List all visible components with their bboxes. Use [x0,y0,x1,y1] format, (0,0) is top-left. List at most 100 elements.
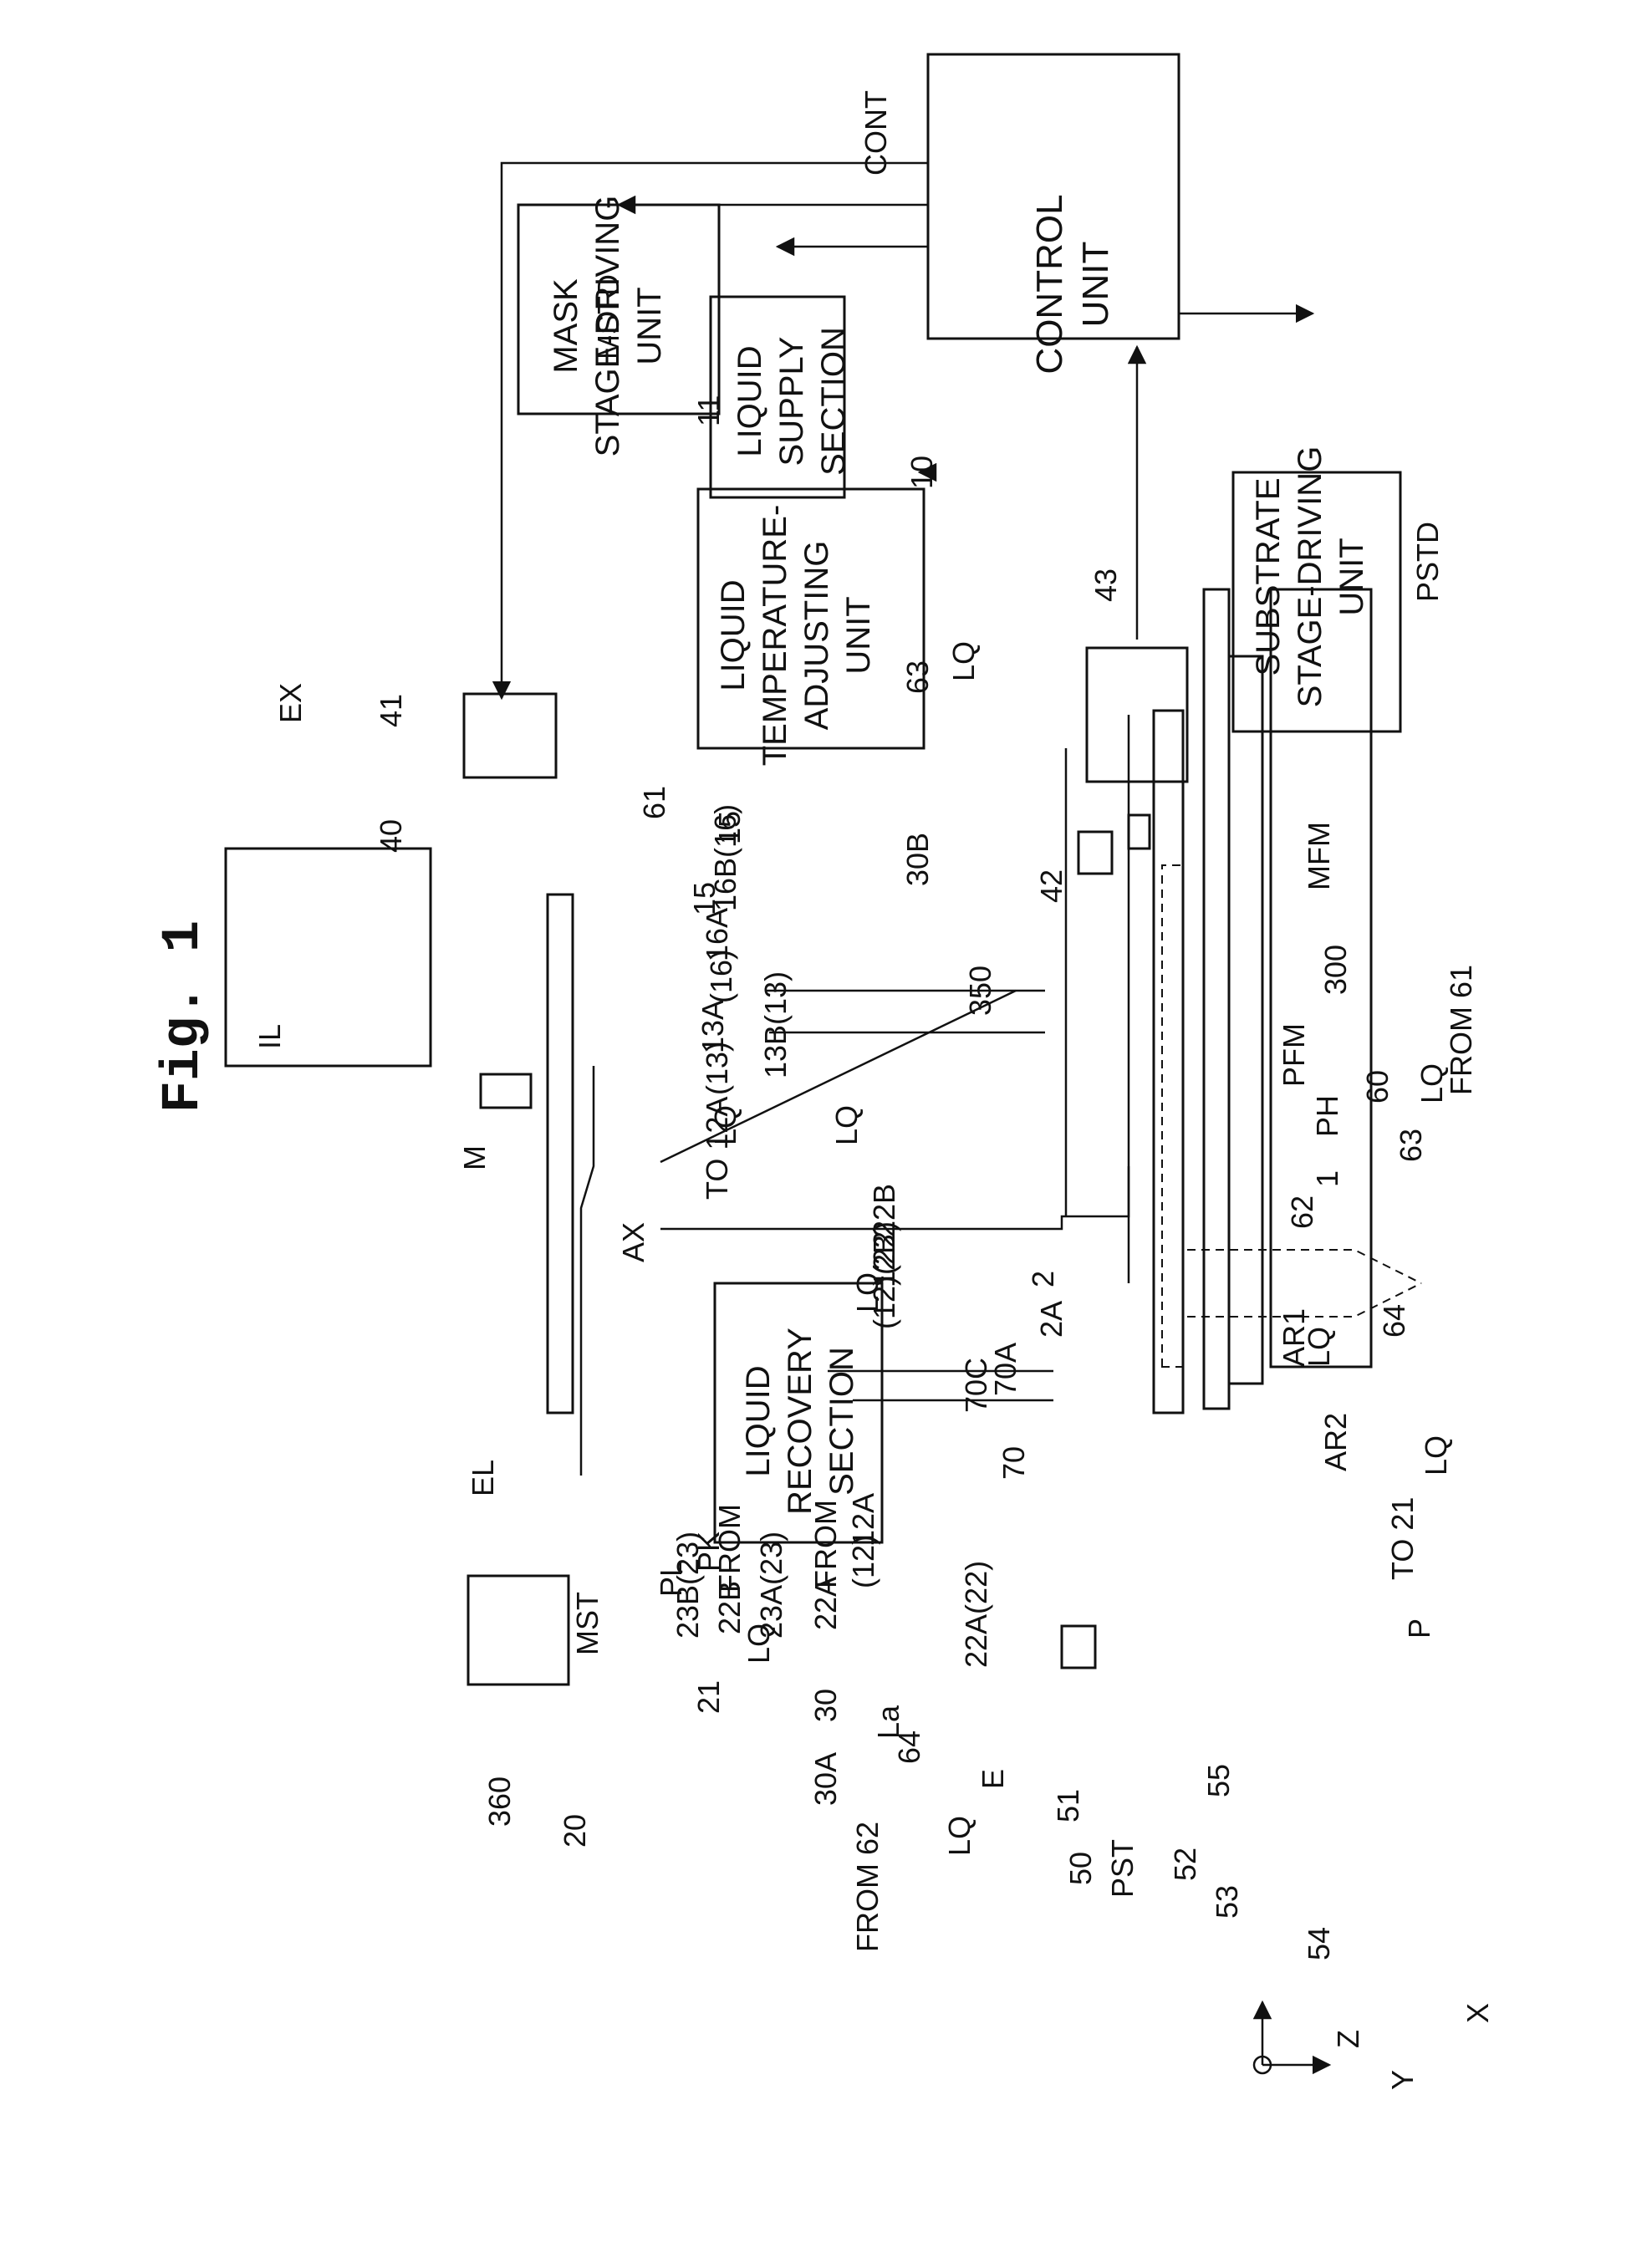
label-mstd: MSTD [591,274,625,359]
label-el: EL [466,1460,500,1496]
label-21: 21 [691,1680,726,1714]
lrs-line3: SECTION [823,1347,860,1496]
label-16b: 16B(16) [708,804,742,911]
label-16: (16) [704,950,738,1003]
box-41 [464,694,556,777]
label-23a: 23A(23) [754,1532,788,1639]
label-lq8: LQ [1415,1063,1449,1104]
label-pfm: PFM [1277,1023,1311,1087]
label-51: 51 [1051,1789,1085,1822]
sstd-line1: SUBSTRATE [1250,477,1287,675]
label-lq4: LQ [742,1623,776,1664]
lss-line1: LIQUID [732,345,768,456]
label-lq3: LQ [829,1105,864,1145]
label-from22b-a: FROM [712,1504,747,1593]
label-to21: TO 21 [1385,1497,1420,1580]
label-43: 43 [1089,568,1123,602]
label-pst: PST [1105,1839,1140,1898]
box-360 [468,1576,569,1685]
label-13b: 13B(13) [758,971,793,1078]
label-lq7: LQ [1419,1435,1453,1476]
label-ax: AX [616,1222,650,1262]
label-lq9: LQ [850,1272,885,1313]
label-300: 300 [1318,945,1353,995]
lss-line2: SUPPLY [773,337,810,466]
ltau-line1: LIQUID [715,579,752,691]
label-55: 55 [1201,1764,1236,1797]
sstd-line2: STAGE-DRIVING [1292,446,1328,708]
ltau-line3: ADJUSTING [798,541,835,731]
label-30a: 30A [808,1752,843,1806]
label-63b: 63 [1394,1129,1428,1162]
mstd-line1: MASK [548,278,584,374]
label-axis-x: X [1461,2003,1495,2023]
label-70a: 70A [988,1343,1022,1396]
label-la: La [871,1705,905,1739]
label-20: 20 [558,1814,592,1848]
mask-stage-mst [581,1066,594,1476]
mask-m [548,895,573,1413]
label-pstd: PSTD [1410,522,1445,602]
pipe-63-dashed [1187,1250,1421,1283]
lrs-line1: LIQUID [740,1365,777,1476]
label-42: 42 [1034,869,1068,903]
label-lq2: LQ [708,1105,742,1145]
stage-53 [1229,656,1262,1384]
label-70c: 70C [959,1358,993,1413]
label-2a: 2A [1034,1301,1068,1338]
label-60: 60 [1360,1070,1395,1104]
label-m: M [457,1145,492,1170]
label-40: 40 [374,819,408,853]
box-30b [1078,832,1112,874]
label-360: 360 [482,1776,517,1827]
label-350: 350 [963,966,997,1016]
mstd-line3: UNIT [631,287,668,364]
lrs-line2: RECOVERY [782,1328,818,1515]
label-70: 70 [997,1446,1031,1480]
label-50: 50 [1063,1852,1098,1885]
sstd-line3: UNIT [1333,538,1370,615]
label-mfm: MFM [1302,822,1336,890]
label-1: 1 [1310,1170,1344,1187]
substrate-holder-ph [1154,711,1183,1413]
label-54: 54 [1302,1927,1336,1960]
label-62: 62 [1285,1195,1319,1229]
label-axis-z: Z [1331,2030,1365,2048]
label-63a: 63 [900,660,935,694]
label-from61: FROM 61 [1444,965,1478,1095]
label-2: 2 [1026,1271,1060,1287]
box-43 [1087,648,1187,782]
label-axis-y: Y [1385,2070,1420,2090]
label-30: 30 [808,1689,843,1722]
label-lq1: LQ [946,641,981,681]
label-22a: 22A(22) [959,1561,993,1668]
label-p: P [1402,1618,1436,1639]
label-23b: 23B(23) [670,1532,705,1639]
label-30b: 30B [900,833,935,886]
label-64b: 64 [1377,1304,1411,1338]
label-ph: PH [1310,1095,1344,1137]
label-cont: CONT [859,90,893,176]
label-41: 41 [374,694,408,727]
ltau-line2: TEMPERATURE- [757,505,793,767]
label-52: 52 [1168,1848,1202,1881]
label-e: E [976,1769,1010,1789]
control-unit-line1: CONTROL [1029,194,1070,374]
label-ar1: AR1 [1277,1308,1311,1367]
reference-labels: CONT MSTD PSTD EX IL M MST AX EL PL PK 1… [252,90,1495,2090]
box-30a [1062,1626,1095,1668]
label-mst: MST [570,1592,604,1655]
liquid-region-ar2 [1162,865,1183,1367]
label-61: 61 [637,786,671,819]
label-il: IL [252,1024,287,1049]
label-53: 53 [1210,1885,1244,1919]
label-22b-paren: (22) [867,1221,901,1275]
label-12a-paren: (12) [846,1535,880,1588]
label-13: (13) [700,1042,734,1095]
stage-52 [1204,589,1229,1409]
label-11: 11 [691,395,726,426]
label-ex: EX [273,683,308,723]
box-40 [481,1074,531,1108]
